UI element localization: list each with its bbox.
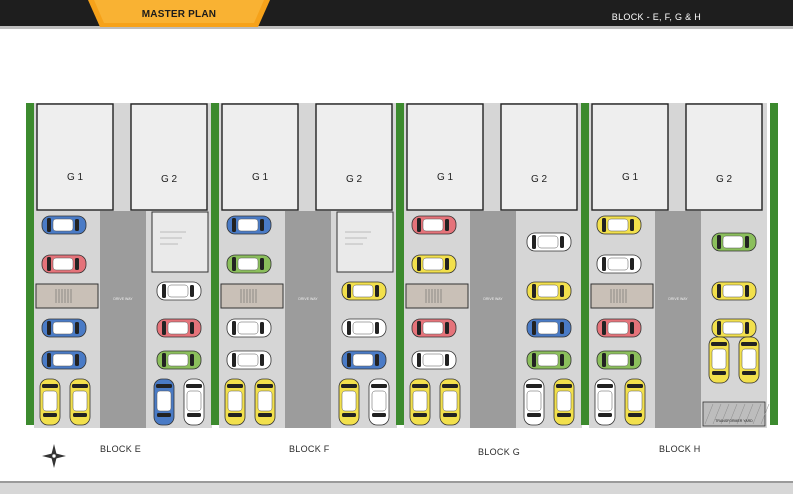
parked-car bbox=[368, 378, 390, 426]
parked-car bbox=[226, 215, 272, 235]
unit-g1 bbox=[221, 103, 299, 211]
parked-car bbox=[226, 254, 272, 274]
parked-car bbox=[224, 378, 246, 426]
parked-car bbox=[41, 215, 87, 235]
staircase bbox=[220, 283, 284, 309]
parked-car bbox=[153, 378, 175, 426]
parked-car bbox=[341, 281, 387, 301]
parked-car bbox=[596, 318, 642, 338]
parked-car bbox=[226, 318, 272, 338]
utility-room bbox=[151, 211, 209, 273]
parked-car bbox=[183, 378, 205, 426]
transformer-yard bbox=[702, 401, 770, 427]
parked-car bbox=[596, 350, 642, 370]
unit-g1 bbox=[591, 103, 669, 211]
parked-car bbox=[526, 318, 572, 338]
staircase bbox=[405, 283, 469, 309]
parked-car bbox=[41, 350, 87, 370]
master-plan-tab bbox=[88, 0, 270, 27]
driveway-label: DRIVE WAY bbox=[668, 297, 688, 301]
parked-car bbox=[523, 378, 545, 426]
unit-label: G 1 bbox=[437, 172, 454, 183]
parked-car bbox=[439, 378, 461, 426]
parked-car bbox=[624, 378, 646, 426]
parked-car bbox=[338, 378, 360, 426]
staircase bbox=[35, 283, 99, 309]
parked-car bbox=[711, 281, 757, 301]
parked-car bbox=[69, 378, 91, 426]
driveway bbox=[100, 211, 146, 428]
grass-strip bbox=[211, 103, 219, 425]
driveway-label: DRIVE WAY bbox=[483, 297, 503, 301]
utility-room bbox=[336, 211, 394, 273]
blocks-subtitle: BLOCK - E, F, G & H bbox=[611, 12, 701, 22]
driveway-label: DRIVE WAY bbox=[298, 297, 318, 301]
parked-car bbox=[409, 378, 431, 426]
unit-g2 bbox=[130, 103, 208, 211]
parked-car bbox=[39, 378, 61, 426]
parked-car bbox=[156, 350, 202, 370]
unit-g1 bbox=[406, 103, 484, 211]
compass-icon bbox=[42, 444, 66, 468]
grass-strip bbox=[396, 103, 404, 425]
grass-strip bbox=[26, 103, 34, 425]
parked-car bbox=[341, 318, 387, 338]
parked-car bbox=[156, 318, 202, 338]
driveway bbox=[470, 211, 516, 428]
grass-strip bbox=[581, 103, 589, 425]
unit-label: G 2 bbox=[531, 174, 548, 185]
unit-label: G 1 bbox=[622, 172, 639, 183]
parked-car bbox=[341, 350, 387, 370]
parked-car bbox=[411, 254, 457, 274]
grass-strip bbox=[770, 103, 778, 425]
unit-g1 bbox=[36, 103, 114, 211]
parked-car bbox=[156, 281, 202, 301]
master-plan-title: MASTER PLAN bbox=[141, 9, 217, 20]
parked-car bbox=[254, 378, 276, 426]
footer-band bbox=[0, 481, 793, 494]
parked-car bbox=[526, 232, 572, 252]
parked-car bbox=[526, 350, 572, 370]
parked-car bbox=[411, 318, 457, 338]
unit-g2 bbox=[685, 103, 763, 211]
transformer-label: TRANSFORMER YARD bbox=[715, 419, 753, 423]
parked-car bbox=[711, 318, 757, 338]
driveway bbox=[655, 211, 701, 428]
unit-label: G 2 bbox=[346, 174, 363, 185]
unit-label: G 2 bbox=[161, 174, 178, 185]
header-rule bbox=[0, 26, 793, 29]
block-f-label: BLOCK F bbox=[289, 444, 330, 454]
unit-g2 bbox=[500, 103, 578, 211]
block-e-label: BLOCK E bbox=[100, 444, 142, 454]
parked-car bbox=[226, 350, 272, 370]
parked-car bbox=[553, 378, 575, 426]
driveway bbox=[285, 211, 331, 428]
unit-g2 bbox=[315, 103, 393, 211]
parked-car bbox=[711, 232, 757, 252]
parked-car bbox=[411, 215, 457, 235]
footer-rule bbox=[0, 481, 793, 483]
parked-car bbox=[41, 254, 87, 274]
parked-car bbox=[526, 281, 572, 301]
parked-car bbox=[411, 350, 457, 370]
parked-car bbox=[596, 215, 642, 235]
parked-car bbox=[594, 378, 616, 426]
unit-label: G 2 bbox=[716, 174, 733, 185]
staircase bbox=[590, 283, 654, 309]
parked-car bbox=[738, 336, 760, 384]
block-h-label: BLOCK H bbox=[659, 444, 701, 454]
parked-car bbox=[708, 336, 730, 384]
block-g-label: BLOCK G bbox=[478, 447, 521, 457]
unit-label: G 1 bbox=[252, 172, 269, 183]
unit-label: G 1 bbox=[67, 172, 84, 183]
driveway-label: DRIVE WAY bbox=[113, 297, 133, 301]
parked-car bbox=[41, 318, 87, 338]
parked-car bbox=[596, 254, 642, 274]
